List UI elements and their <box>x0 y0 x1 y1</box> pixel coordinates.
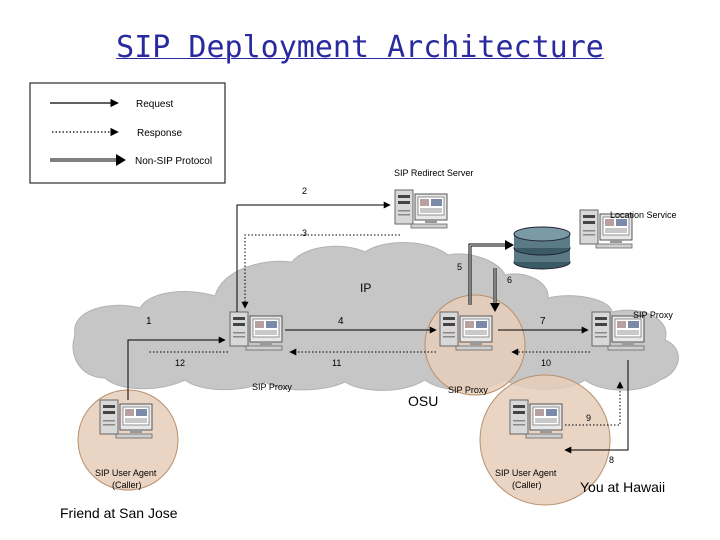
legend-response-label: Response <box>137 128 182 139</box>
step-4: 4 <box>338 316 344 327</box>
proxy-right-label: SIP Proxy <box>633 310 673 320</box>
redirect-server-label: SIP Redirect Server <box>394 168 473 178</box>
ip-cloud-label: IP <box>360 281 371 295</box>
page-title: SIP Deployment Architecture <box>116 30 604 65</box>
step-2: 2 <box>302 186 307 196</box>
redirect-server-icon <box>394 189 448 229</box>
user-agent-left-sub: (Caller) <box>112 480 142 490</box>
step-7: 7 <box>540 316 546 327</box>
response-arrows <box>148 234 624 426</box>
legend: Request Response Non-SIP Protocol <box>29 82 226 184</box>
proxy-left-label: SIP Proxy <box>252 382 292 392</box>
step-numbers: 1 2 3 4 5 6 7 8 9 10 11 12 <box>146 186 614 465</box>
step-6: 6 <box>507 275 512 285</box>
proxy-osu-label: SIP Proxy <box>448 385 488 395</box>
user-agent-left-label: SIP User Agent <box>95 468 157 478</box>
step-9: 9 <box>586 413 591 423</box>
database-icon <box>513 226 571 270</box>
step-3: 3 <box>302 228 307 238</box>
user-agent-right-sub: (Caller) <box>512 480 542 490</box>
osu-label: OSU <box>408 393 438 409</box>
non-sip-arrows <box>468 240 514 312</box>
you-label: You at Hawaii <box>580 479 665 495</box>
request-arrows <box>127 201 629 454</box>
step-12: 12 <box>175 358 185 368</box>
step-10: 10 <box>541 358 551 368</box>
ip-cloud: IP <box>72 242 679 391</box>
step-8: 8 <box>609 455 614 465</box>
step-5: 5 <box>457 262 462 272</box>
legend-nonsip-label: Non-SIP Protocol <box>135 156 212 167</box>
user-agent-right-label: SIP User Agent <box>495 468 557 478</box>
step-1: 1 <box>146 316 152 327</box>
location-service-label: Location Service <box>610 210 677 220</box>
legend-request-label: Request <box>136 99 173 110</box>
step-11: 11 <box>332 358 341 368</box>
friend-label: Friend at San Jose <box>60 505 178 521</box>
